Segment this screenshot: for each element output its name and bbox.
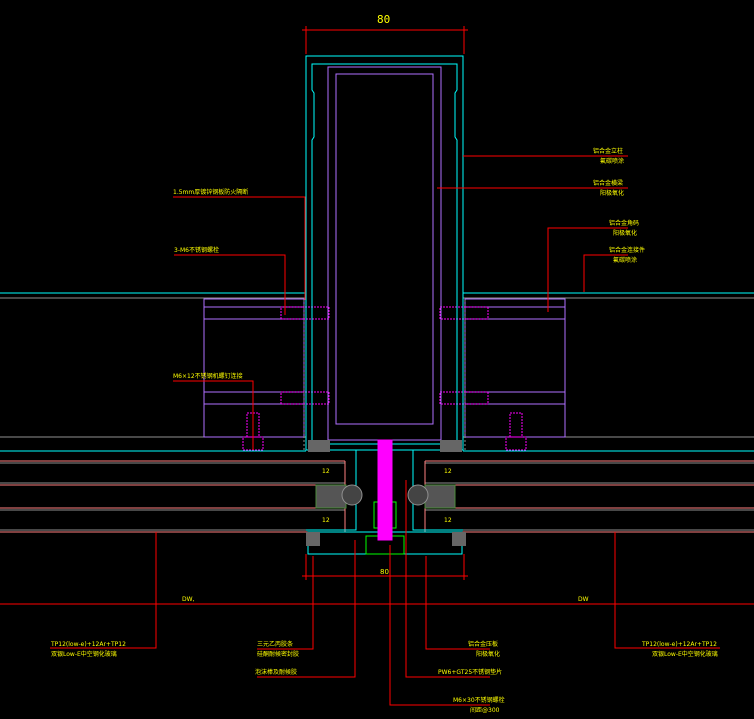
label-mullion-finish: 氟碳喷涂 [600, 158, 625, 165]
label-angle-finish: 阳极氧化 [613, 230, 638, 237]
top-width-dimension: 80 [377, 13, 391, 26]
label-machine-screw: M6×12不锈钢机螺钉连接 [173, 373, 243, 380]
label-m6-bolts: 3-M6不锈钢螺栓 [174, 247, 219, 254]
floor-lines [0, 292, 754, 452]
insulated-glass-right [424, 460, 754, 533]
label-connector-finish: 氟碳喷涂 [613, 257, 638, 264]
label-bolt-spacing: 间距@300 [470, 707, 500, 714]
insulated-glass-left [0, 460, 347, 533]
label-glass-left: TP12(low-e)+12Ar+TP12 [51, 641, 126, 648]
dimension-lines [0, 26, 754, 605]
label-mullion: 铝合金立柱 [593, 148, 624, 155]
pressure-plate-assembly [306, 439, 466, 555]
label-pressure-plate: 铝合金压板 [468, 641, 499, 648]
label-transom: 铝合金横梁 [593, 180, 624, 187]
label-transom-finish: 阳极氧化 [600, 190, 625, 197]
bottom-width-dimension: 80 [380, 568, 389, 576]
label-glass-right: TP12(low-e)+12Ar+TP12 [642, 641, 717, 648]
label-fire-barrier: 1.5mm厚镀锌钢板防火隔断 [173, 189, 249, 196]
bolts [242, 306, 527, 451]
label-gasket: 三元乙丙胶条 [257, 641, 294, 648]
label-bolt: M6×30不锈钢螺栓 [453, 697, 505, 704]
steel-bracket-left [203, 298, 305, 438]
level-label-right: DW [578, 596, 589, 603]
steel-bracket-right [464, 298, 566, 438]
label-connector: 铝合金连接件 [609, 247, 646, 254]
glass-thickness-label: 12 [444, 517, 452, 524]
glass-thickness-label: 12 [444, 468, 452, 475]
aluminum-mullion [303, 55, 466, 451]
label-foam-rod: 泡沫棒及耐候胶 [255, 669, 298, 676]
glass-thickness-label: 12 [322, 468, 330, 475]
label-angle-bracket: 铝合金角码 [609, 220, 640, 227]
glass-thickness-label: 12 [322, 517, 330, 524]
label-pressure-plate-finish: 阳极氧化 [476, 651, 501, 658]
label-sealant: 硅酮耐候密封胶 [257, 651, 300, 658]
leader-lines [50, 155, 720, 706]
label-glass-right-type: 双银Low-E中空钢化玻璃 [652, 651, 718, 658]
level-label-left: DW, [182, 596, 195, 603]
label-washer: PW6+GT25不锈钢垫片 [438, 669, 503, 676]
label-glass-left-type: 双银Low-E中空钢化玻璃 [51, 651, 117, 658]
